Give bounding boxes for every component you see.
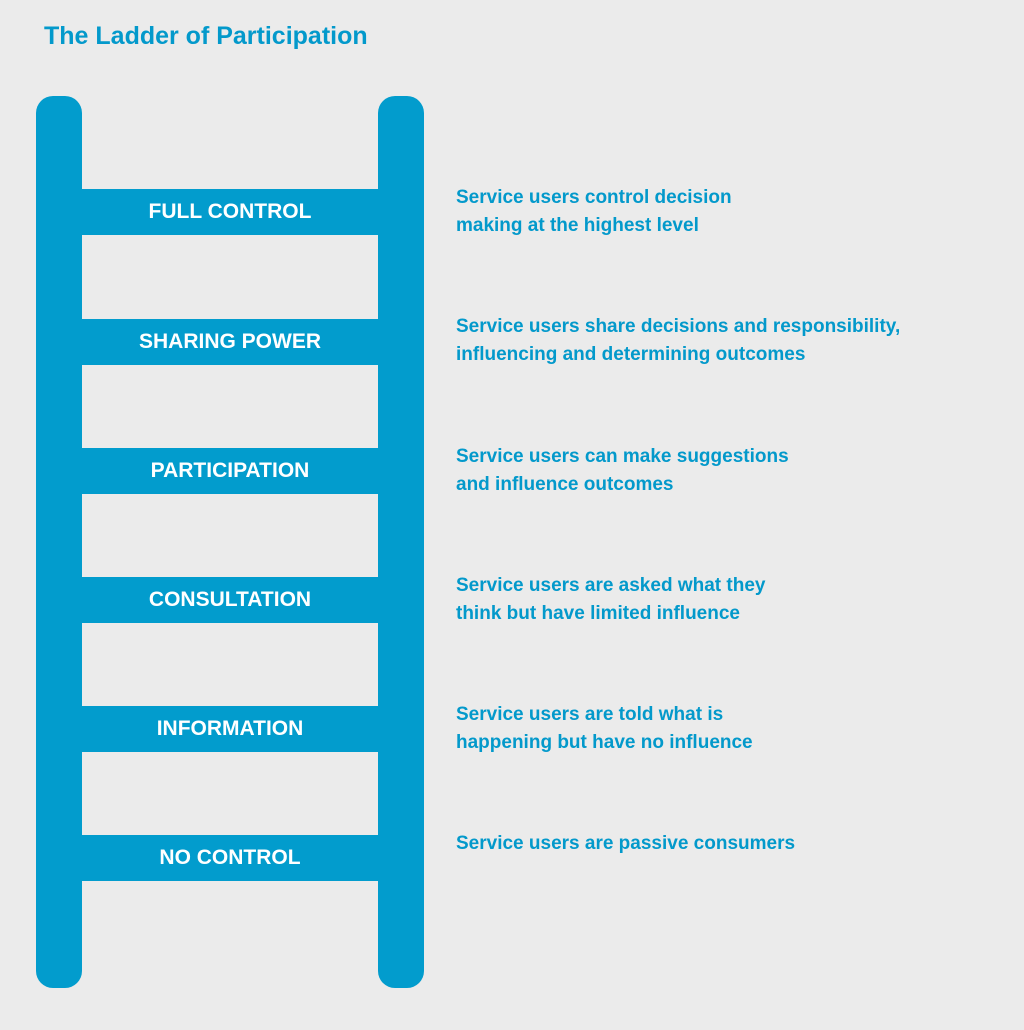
rung-full-control: FULL CONTROL bbox=[80, 189, 380, 235]
page-title: The Ladder of Participation bbox=[44, 22, 368, 50]
rung-label: INFORMATION bbox=[156, 717, 304, 740]
description-line: think but have limited influence bbox=[456, 603, 740, 624]
description-line: Service users share decisions and respon… bbox=[456, 316, 901, 337]
rung-label: CONSULTATION bbox=[148, 588, 312, 611]
description-line: making at the highest level bbox=[456, 215, 699, 236]
description-participation: Service users can make suggestions and i… bbox=[456, 443, 996, 499]
rung-sharing-power: SHARING POWER bbox=[80, 319, 380, 365]
ladder-left-rail bbox=[36, 96, 82, 988]
description-line: Service users can make suggestions bbox=[456, 446, 789, 467]
rung-label: SHARING POWER bbox=[138, 330, 321, 353]
description-no-control: Service users are passive consumers bbox=[456, 830, 996, 858]
description-information: Service users are told what is happening… bbox=[456, 701, 996, 757]
description-line: Service users control decision bbox=[456, 187, 732, 208]
description-line: and influence outcomes bbox=[456, 474, 674, 495]
rung-label: PARTICIPATION bbox=[150, 459, 310, 482]
description-consultation: Service users are asked what they think … bbox=[456, 572, 996, 628]
rung-no-control: NO CONTROL bbox=[80, 835, 380, 881]
description-line: Service users are told what is bbox=[456, 704, 724, 725]
rung-consultation: CONSULTATION bbox=[80, 577, 380, 623]
description-line: Service users are passive consumers bbox=[456, 833, 796, 854]
rung-information: INFORMATION bbox=[80, 706, 380, 752]
description-full-control: Service users control decision making at… bbox=[456, 184, 996, 240]
ladder-right-rail bbox=[378, 96, 424, 988]
description-line: Service users are asked what they bbox=[456, 575, 766, 596]
rung-participation: PARTICIPATION bbox=[80, 448, 380, 494]
rung-label: FULL CONTROL bbox=[148, 200, 312, 223]
rung-label: NO CONTROL bbox=[159, 846, 301, 869]
description-line: influencing and determining outcomes bbox=[456, 344, 806, 365]
description-line: happening but have no influence bbox=[456, 732, 753, 753]
description-sharing-power: Service users share decisions and respon… bbox=[456, 313, 996, 369]
